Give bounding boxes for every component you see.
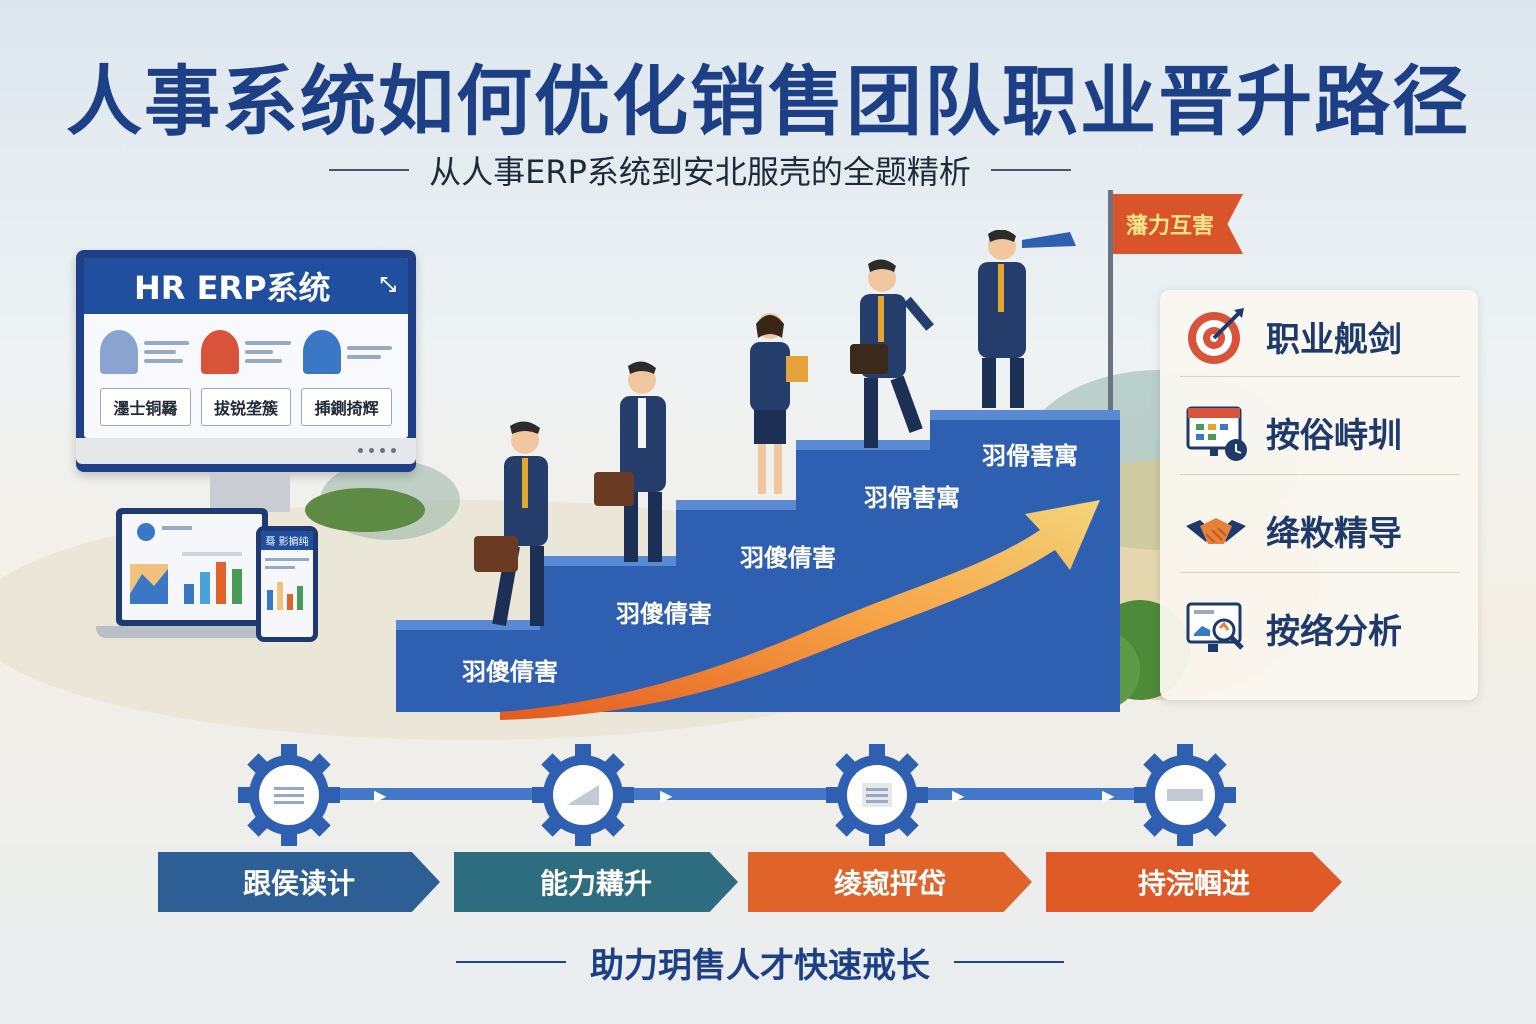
gear-icon bbox=[528, 740, 638, 850]
screen-button[interactable]: 揷鍘掎辉 bbox=[301, 388, 393, 426]
footer-text: 助力玥售人才快速戒长 bbox=[590, 945, 930, 986]
mini-chart-icon bbox=[265, 558, 309, 610]
avatar bbox=[302, 330, 341, 374]
profile-card[interactable] bbox=[302, 324, 392, 380]
handshake-icon bbox=[1186, 518, 1246, 544]
screen-button[interactable]: 拔锐垄簇 bbox=[200, 388, 292, 426]
feature-panel: 职业舰剑 按俗峙圳 绛敉精导 bbox=[1160, 290, 1478, 700]
process-step[interactable]: 能力耩升 bbox=[454, 852, 738, 912]
screen-button[interactable]: 濹士铜羇 bbox=[100, 388, 191, 426]
phone: 蓦 影掮纯 bbox=[256, 526, 318, 642]
process-track bbox=[250, 788, 1170, 800]
stair-label: 羽傻倩害 bbox=[462, 658, 558, 686]
screen-button-row: 濹士铜羇 拔锐垄簇 揷鍘掎辉 bbox=[84, 380, 408, 434]
footer-row: 助力玥售人才快速戒长 bbox=[380, 940, 1140, 986]
panel-item-label: 职业舰剑 bbox=[1266, 319, 1402, 360]
laptop-base bbox=[96, 626, 288, 638]
people-climbing-illustration bbox=[474, 230, 1076, 627]
panel-item-label: 按俗峙圳 bbox=[1266, 415, 1402, 456]
track-arrow-icon: ▶ bbox=[952, 786, 965, 805]
flag-pole bbox=[1108, 190, 1113, 410]
process-step[interactable]: 跟侯读计 bbox=[158, 852, 440, 912]
phone-title: 蓦 影掮纯 bbox=[261, 531, 313, 550]
bar-chart-icon bbox=[130, 523, 242, 604]
monitor-stand bbox=[210, 472, 290, 512]
target-icon bbox=[1188, 308, 1244, 364]
track-arrow-icon: ▶ bbox=[374, 786, 387, 805]
profile-card[interactable] bbox=[100, 324, 190, 380]
growth-arrow-icon bbox=[500, 500, 1100, 720]
panel-divider bbox=[1180, 474, 1460, 475]
panel-item-analysis[interactable]: 按络分析 bbox=[1184, 592, 1464, 664]
panel-item-label: 按络分析 bbox=[1266, 611, 1402, 652]
page-subtitle: 从人事ERP系统到安北服壳的全题精析 bbox=[429, 153, 971, 191]
analysis-icon bbox=[1186, 602, 1244, 652]
calendar-icon bbox=[1186, 406, 1247, 461]
phone-screen: 蓦 影掮纯 bbox=[261, 531, 313, 637]
divider-line bbox=[954, 961, 1064, 963]
panel-item-mentoring[interactable]: 绛敉精导 bbox=[1184, 494, 1464, 566]
avatar bbox=[100, 330, 138, 374]
subtitle-row: 从人事ERP系统到安北服壳的全题精析 bbox=[280, 150, 1120, 191]
monitor-chin bbox=[76, 438, 416, 464]
divider-line bbox=[456, 961, 566, 963]
divider-line bbox=[329, 169, 410, 171]
progress-icon bbox=[1155, 765, 1215, 825]
panel-item-label: 绛敉精导 bbox=[1266, 513, 1402, 554]
person-icon bbox=[978, 230, 1076, 408]
track-arrow-icon: ▶ bbox=[1102, 786, 1115, 805]
laptop-screen bbox=[122, 514, 262, 620]
list-icon bbox=[259, 765, 319, 825]
laptop bbox=[116, 508, 268, 626]
gear-icon bbox=[1130, 740, 1240, 850]
flag-text: 藩力互害 bbox=[1126, 214, 1215, 239]
person-icon bbox=[850, 259, 934, 448]
profile-row bbox=[84, 314, 408, 380]
avatar bbox=[201, 330, 240, 374]
person-icon bbox=[750, 313, 808, 494]
person-icon bbox=[594, 361, 666, 562]
screen-title: HR ERP系统 bbox=[134, 269, 331, 307]
person-icon bbox=[474, 421, 548, 627]
gear-icon bbox=[822, 740, 932, 850]
process-step[interactable]: 绫窥抨岱 bbox=[748, 852, 1032, 912]
panel-divider bbox=[1180, 376, 1460, 377]
hr-erp-monitor: HR ERP系统 ⤡ 濹士铜羇 拔锐垄簇 揷鍘掎辉 bbox=[76, 250, 416, 472]
page-title: 人事系统如何优化销售团队职业晋升路径 bbox=[66, 57, 1470, 146]
monitor-screen: HR ERP系统 ⤡ 濹士铜羇 拔锐垄簇 揷鍘掎辉 bbox=[84, 258, 408, 438]
growth-icon bbox=[553, 765, 613, 825]
profile-card[interactable] bbox=[201, 324, 291, 380]
goal-flag bbox=[1113, 194, 1243, 254]
process-step[interactable]: 持浣帼进 bbox=[1046, 852, 1342, 912]
stair-label: 羽傦害寓 bbox=[864, 484, 960, 512]
panel-item-training[interactable]: 按俗峙圳 bbox=[1184, 396, 1464, 468]
form-icon bbox=[847, 765, 907, 825]
screen-title-bar: HR ERP系统 ⤡ bbox=[84, 258, 408, 314]
expand-icon[interactable]: ⤡ bbox=[380, 272, 396, 296]
panel-divider bbox=[1180, 572, 1460, 573]
track-arrow-icon: ▶ bbox=[660, 786, 673, 805]
panel-item-career-planning[interactable]: 职业舰剑 bbox=[1184, 300, 1464, 372]
divider-line bbox=[990, 169, 1071, 171]
stair-label: 羽傻倩害 bbox=[616, 600, 712, 628]
stair-label: 羽傻倩害 bbox=[740, 544, 836, 572]
stair-label: 羽傦害寓 bbox=[982, 442, 1078, 470]
gear-icon bbox=[234, 740, 344, 850]
